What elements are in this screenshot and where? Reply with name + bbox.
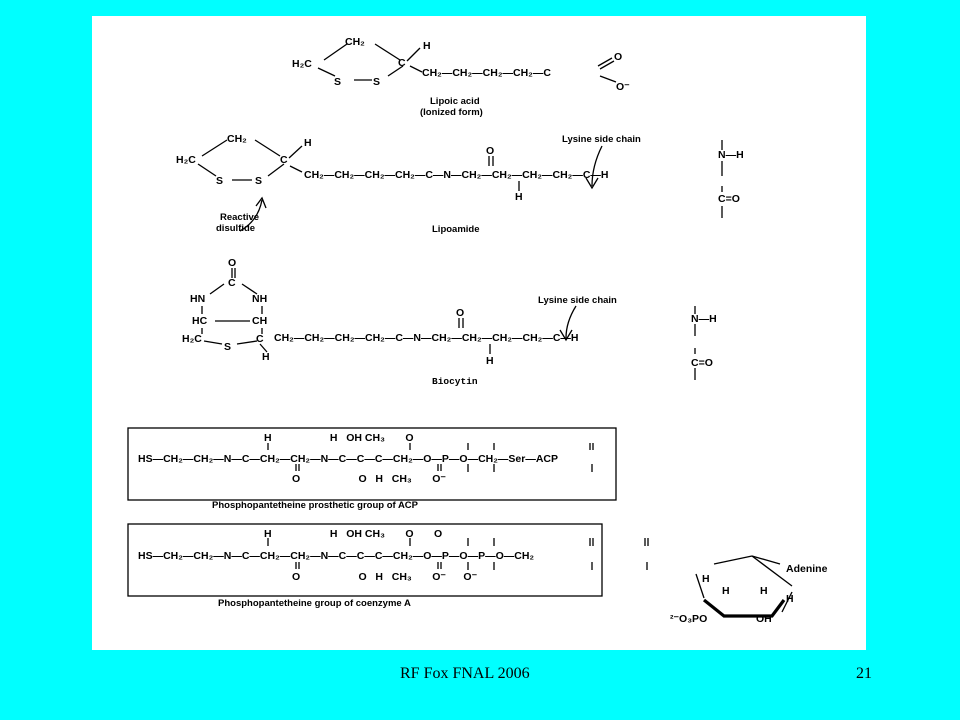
biocytin-caption: Biocytin	[432, 376, 478, 387]
coa-row-bottom: O O H CH₃ O⁻ O⁻	[292, 571, 478, 583]
lipoamide-c: C	[280, 154, 288, 166]
biocytin-c: C	[256, 333, 264, 345]
acp-row-main: HS—CH₂—CH₂—N—C—CH₂—CH₂—N—C—C—C—CH₂—O—P—O…	[138, 453, 558, 465]
coa-h-2: H	[722, 585, 730, 597]
biocytin-h: H	[262, 351, 270, 363]
biocytin-o-top: O	[228, 257, 236, 269]
coa-h-1: H	[702, 573, 710, 585]
lipoic-chain: CH₂—CH₂—CH₂—CH₂—C	[422, 67, 551, 79]
coa-phosphate: ²⁻O₃PO	[670, 613, 707, 625]
lipoic-o: O	[614, 51, 622, 63]
lipoamide-h: H	[304, 137, 312, 149]
coa-oh: OH	[756, 613, 772, 625]
acp-caption: Phosphopantetheine prosthetic group of A…	[212, 500, 419, 511]
coa-h-3: H	[760, 585, 768, 597]
biocytin-o: O	[456, 307, 464, 319]
lipoamide-c-o: C=O	[718, 193, 740, 205]
lipoamide-lysine-label: Lysine side chain	[562, 134, 641, 145]
lipoamide-h2c: H₂C	[176, 154, 196, 166]
coa-row-top: H H OH CH₃ O O	[264, 528, 442, 540]
biocytin-lysine-label: Lysine side chain	[538, 295, 617, 306]
biocytin-nh-h: H	[486, 355, 494, 367]
biocytin-chain: CH₂—CH₂—CH₂—CH₂—C—N—CH₂—CH₂—CH₂—CH₂—C—H	[274, 332, 578, 344]
lipoic-h: H	[423, 40, 431, 52]
lipoamide-chain: CH₂—CH₂—CH₂—CH₂—C—N—CH₂—CH₂—CH₂—CH₂—C—H	[304, 169, 608, 181]
lipoic-s1: S	[334, 76, 341, 88]
lipoic-c: C	[398, 57, 406, 69]
reactive-label-1: Reactive	[220, 212, 259, 223]
lipoamide-ch2-top: CH₂	[227, 133, 247, 145]
lipoic-acid-caption: Lipoic acid	[430, 96, 480, 107]
page-number: 21	[856, 665, 872, 682]
biocytin-hn: HN	[190, 293, 205, 305]
lipoamide-s1: S	[216, 175, 223, 187]
biocytin-hc: HC	[192, 315, 208, 327]
coa-row-main: HS—CH₂—CH₂—N—C—CH₂—CH₂—N—C—C—C—CH₂—O—P—O…	[138, 550, 534, 562]
lipoic-o-minus: O⁻	[616, 81, 630, 93]
biocytin-h2c: H₂C	[182, 333, 202, 345]
coa-h-4: H	[786, 593, 794, 605]
biocytin-n-h: N—H	[691, 313, 717, 325]
biocytin-s: S	[224, 341, 231, 353]
lipoamide-n-h: N—H	[718, 149, 744, 161]
biocytin-c-top: C	[228, 277, 236, 289]
coa-caption: Phosphopantetheine group of coenzyme A	[218, 598, 411, 609]
lipoic-h2c: H₂C	[292, 58, 312, 70]
biocytin-c-o: C=O	[691, 357, 713, 369]
lipoamide-caption: Lipoamide	[432, 224, 480, 235]
coa-adenine: Adenine	[786, 563, 828, 575]
lipoamide-nh-h: H	[515, 191, 523, 203]
lipoic-acid-subtitle: (Ionized form)	[420, 107, 483, 118]
biocytin-ch: CH	[252, 315, 267, 327]
biocytin-nh: NH	[252, 293, 267, 305]
reactive-label-2: disulfide	[216, 223, 255, 234]
footer-author: RF Fox FNAL 2006	[400, 665, 530, 682]
lipoamide-o: O	[486, 145, 494, 157]
acp-row-bottom: O O H CH₃ O⁻	[292, 473, 446, 485]
lipoic-ch2-top: CH₂	[345, 36, 365, 48]
acp-row-top: H H OH CH₃ O	[264, 432, 414, 444]
lipoamide-s2: S	[255, 175, 262, 187]
lipoic-s2: S	[373, 76, 380, 88]
chemical-structures-figure: CH₂ H₂C C H S S CH₂—CH₂—CH₂—CH₂—C O O⁻ L…	[92, 16, 866, 650]
